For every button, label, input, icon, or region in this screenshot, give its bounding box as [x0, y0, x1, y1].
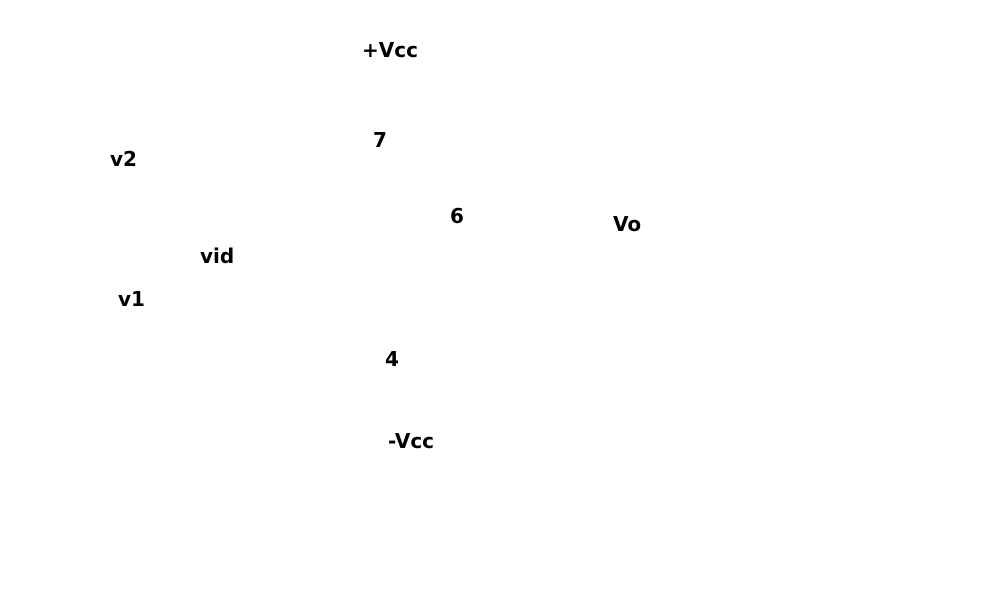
differential-input-label: vid	[200, 244, 235, 268]
negative-supply-label: -Vcc	[388, 429, 435, 453]
pin-4-label: 4	[385, 347, 399, 371]
pin-6-label: 6	[450, 204, 464, 228]
output-vo-label: Vo	[613, 212, 642, 236]
positive-supply-label: +Vcc	[362, 38, 418, 62]
input-v2-label: v2	[110, 147, 137, 171]
pin-7-label: 7	[373, 128, 387, 152]
input-v1-label: v1	[118, 287, 145, 311]
